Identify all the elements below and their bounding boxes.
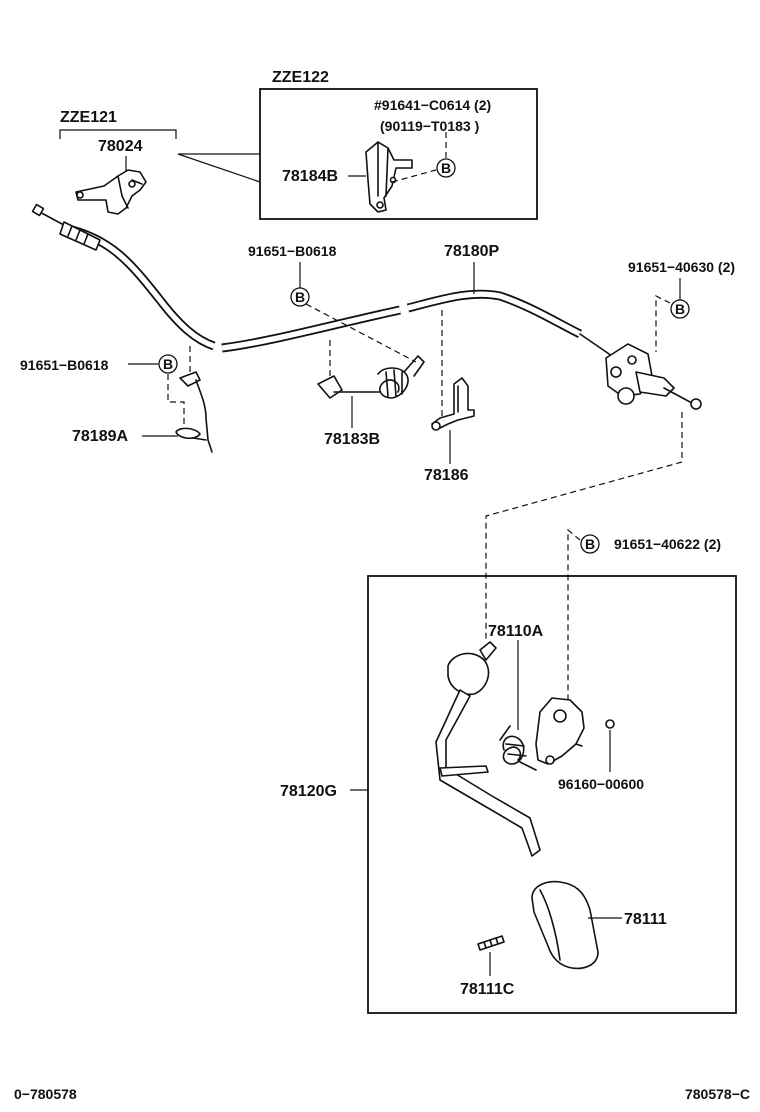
bracket-78184b (365, 141, 413, 213)
callout-b-left (158, 354, 178, 374)
variant-label-zze122: ZZE122 (272, 69, 329, 86)
label-91651-40630: 91651−40630 (2) (628, 259, 735, 275)
footer-code-right: 780578−C (685, 1086, 750, 1102)
callout-b-left-letter: B (163, 356, 173, 372)
callout-b-inset-letter: B (441, 160, 451, 176)
callout-b-right (670, 299, 690, 319)
bracket-78189a: 78189A (72, 371, 213, 453)
pedal-arm-78110a: 78110A (435, 623, 544, 857)
label-90119-t0183: (90119−T0183 ) (380, 118, 479, 134)
label-91641-c0614: #91641−C0614 (2) (374, 97, 491, 113)
clip-78183b: 78183B (317, 355, 425, 448)
label-78024: 78024 (98, 138, 143, 155)
label-78111c: 78111C (460, 981, 515, 998)
zze121-group: ZZE121 (59, 109, 177, 139)
callout-b-inset (436, 158, 456, 178)
zze122-inset: ZZE122 #91641−C0614 (2) (90119−T0183 ) 7… (177, 69, 538, 220)
clip-91651-b0618-left: 91651−B0618 B (20, 346, 191, 426)
footer-code-left: 0−780578 (14, 1086, 77, 1102)
nut-96160-00600: 96160−00600 (558, 719, 644, 792)
label-78111: 78111 (624, 911, 667, 928)
clip-91651-40622: B 91651−40622 (2) (567, 528, 721, 706)
label-91651-40622: 91651−40622 (2) (614, 536, 721, 552)
clip-91651-40630: 91651−40630 (2) B (628, 259, 735, 352)
link-cable-to-pedal (485, 412, 683, 640)
return-spring (499, 725, 537, 771)
callout-b-top-letter: B (295, 289, 305, 305)
pedal-assembly-78120g: 78120G 78110A 96160−00600 (280, 575, 737, 1014)
label-91651-b0618-left: 91651−B0618 (20, 357, 109, 373)
label-78186: 78186 (424, 467, 469, 484)
accelerator-cable-78180p: 78180P (31, 203, 702, 410)
pedal-assembly-box (367, 575, 737, 1014)
pedal-bracket (535, 697, 585, 765)
callout-b-lower-letter: B (585, 536, 595, 552)
label-91651-b0618-top: 91651−B0618 (248, 243, 337, 259)
callout-b-top (290, 287, 310, 307)
bracket-78186: 78186 (424, 310, 475, 484)
clip-91651-b0618-top: 91651−B0618 B (248, 243, 417, 380)
label-78110a: 78110A (488, 623, 544, 640)
label-78189a: 78189A (72, 428, 128, 445)
label-78180p: 78180P (444, 243, 499, 260)
variant-label-zze121: ZZE121 (60, 109, 117, 126)
pin-78111c: 78111C (460, 935, 515, 998)
label-78120g: 78120G (280, 783, 337, 800)
callout-b-right-letter: B (675, 301, 685, 317)
bracket-78024: 78024 (75, 138, 147, 215)
label-96160-00600: 96160−00600 (558, 776, 644, 792)
label-78183b: 78183B (324, 431, 380, 448)
callout-b-lower (580, 534, 600, 554)
label-78184b: 78184B (282, 168, 338, 185)
pedal-pad-78111: 78111 (531, 880, 667, 970)
